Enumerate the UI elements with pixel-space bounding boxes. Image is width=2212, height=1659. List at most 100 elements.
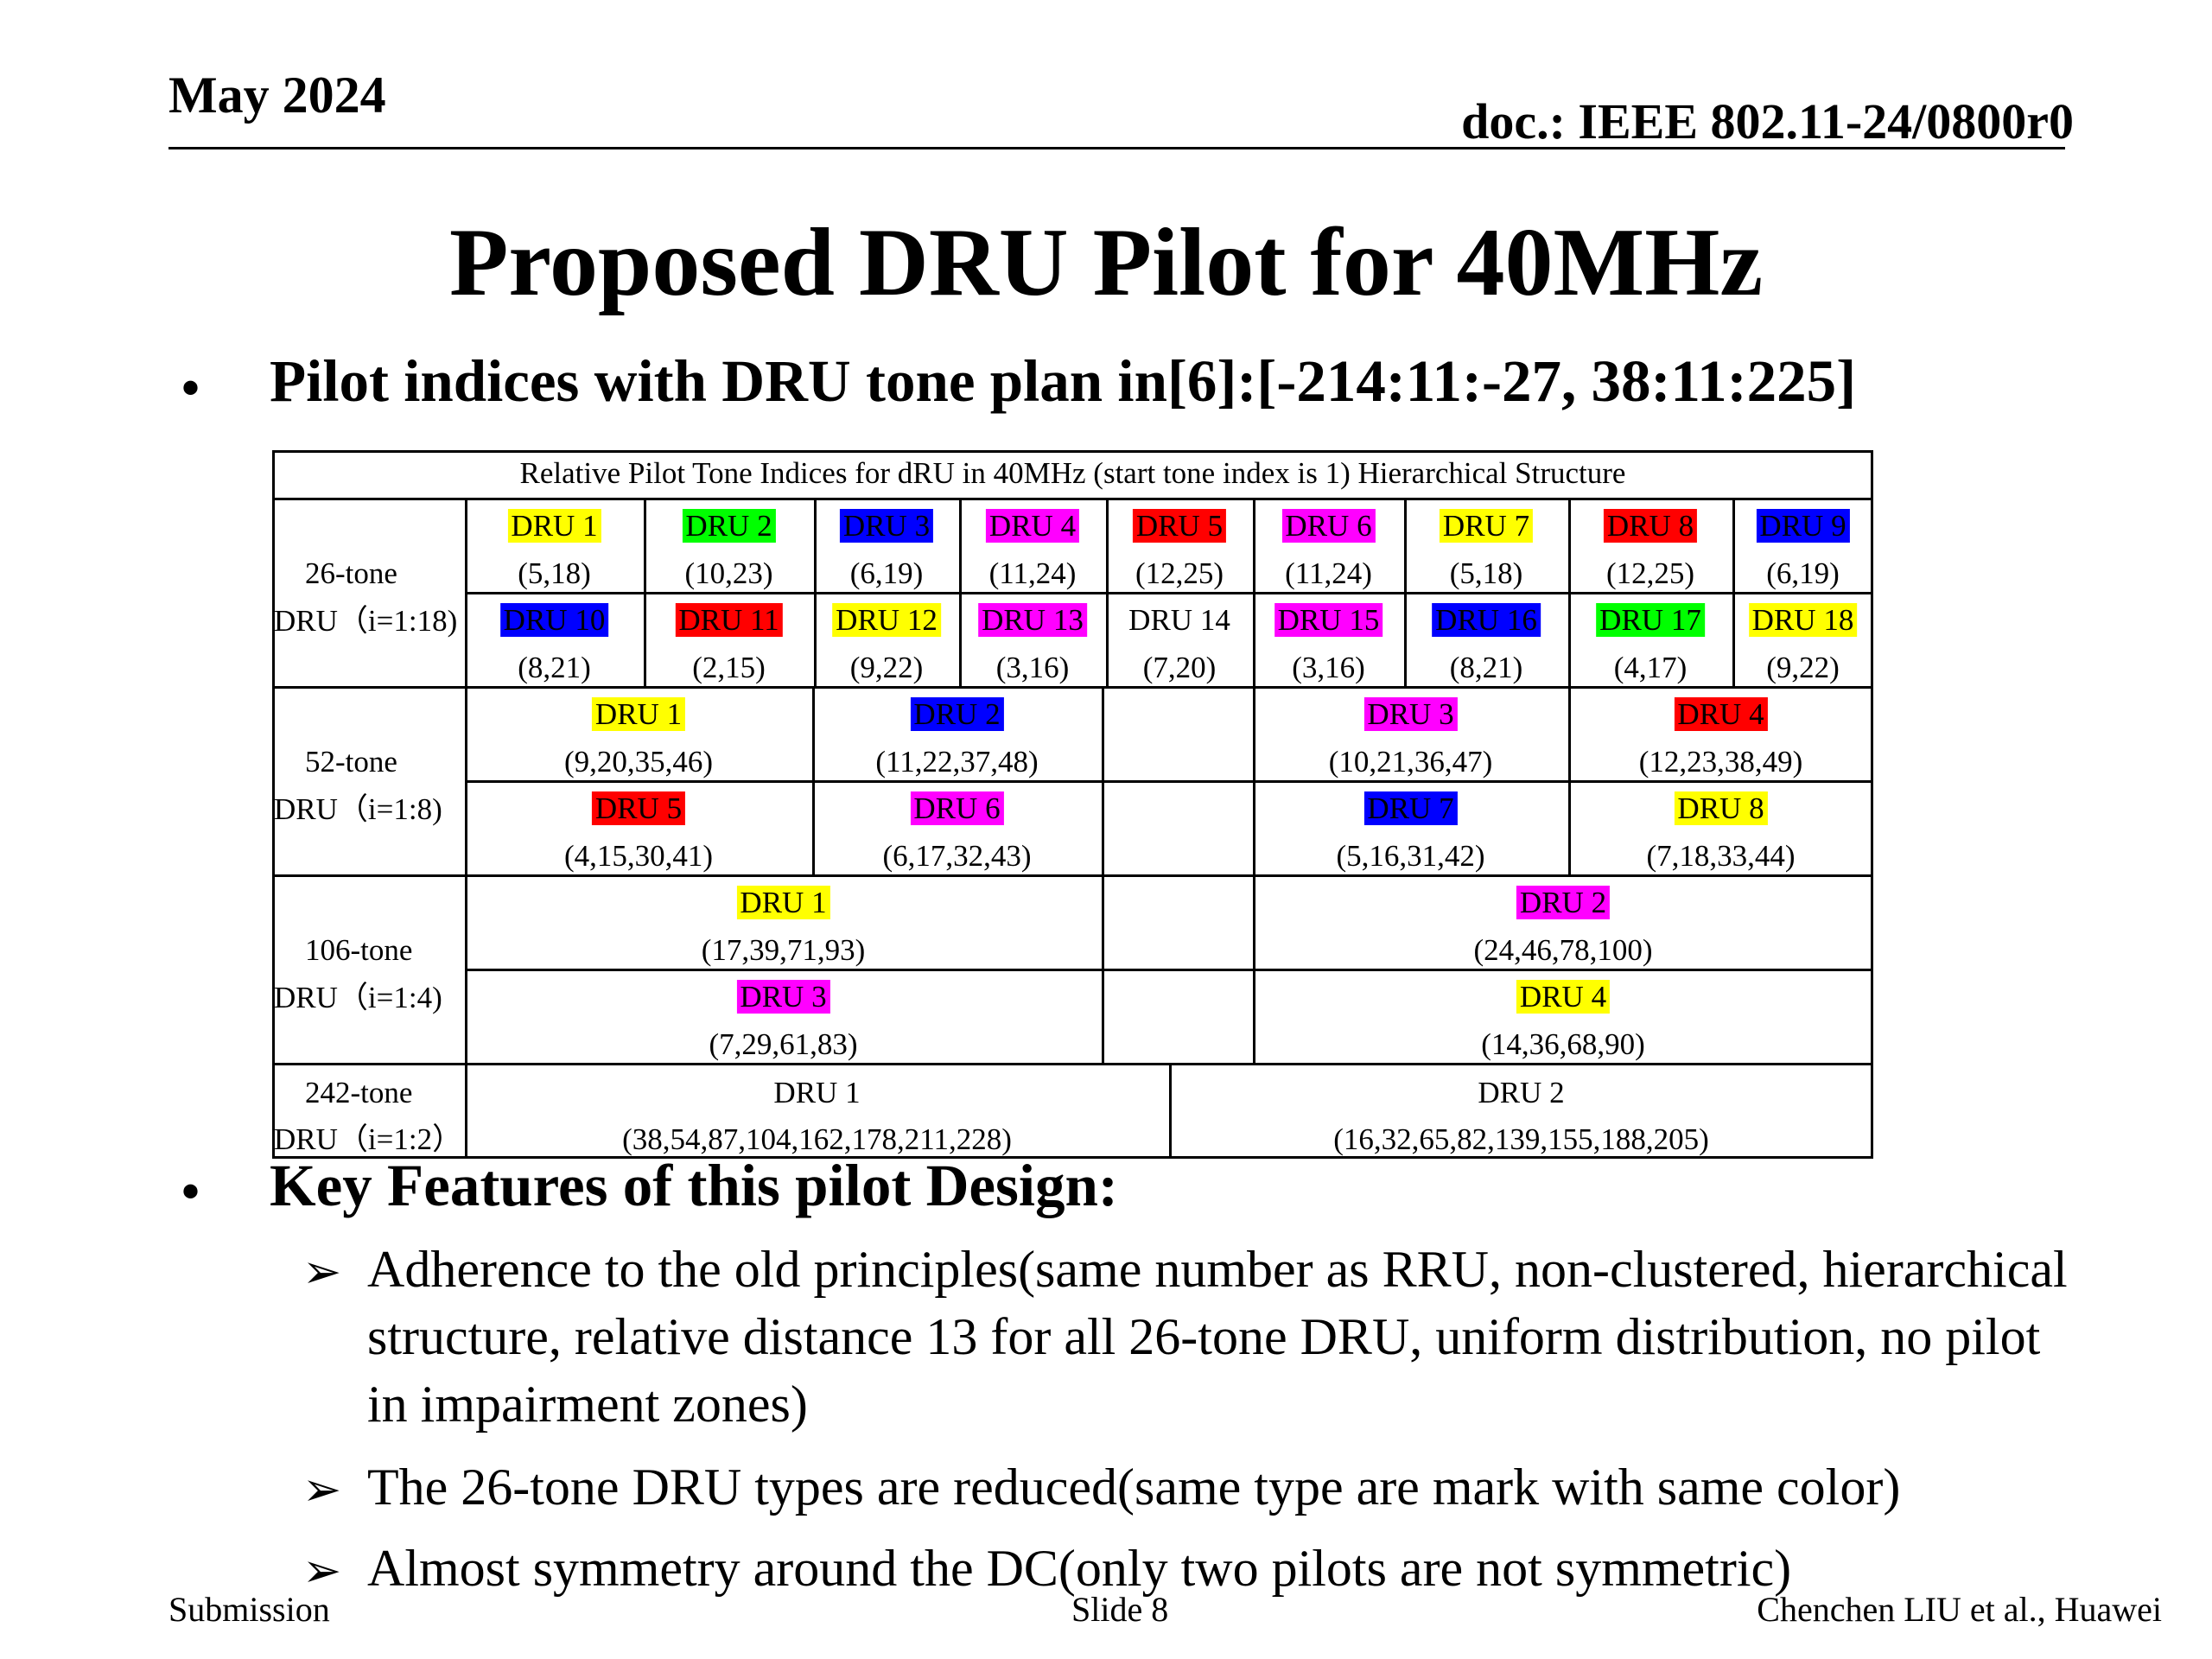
dru242-label: DRU 2 (1478, 1076, 1565, 1109)
dru26-label-cell: DRU 11 (675, 603, 783, 637)
dru26-label: DRU 16 (1432, 603, 1541, 637)
dru26-label: DRU 4 (985, 509, 1080, 543)
dru26-indices-cell: (8,21) (518, 652, 591, 683)
dru26-label-cell: DRU 14 (1125, 605, 1234, 635)
sub-bullet-types-reduced: The 26-tone DRU types are reduced(same t… (367, 1459, 1901, 1516)
dru26-indices: (11,24) (1285, 556, 1372, 590)
table-border-right (1871, 450, 1873, 1159)
dru26-label: DRU 18 (1748, 603, 1858, 637)
table-rule (272, 1063, 1873, 1065)
dru106-indices: (7,29,61,83) (709, 1027, 858, 1061)
table-rule (812, 686, 815, 874)
dru26-label: DRU 17 (1596, 603, 1705, 637)
table-rule (644, 498, 646, 592)
table-rule (1106, 498, 1109, 592)
dru26-label-cell: DRU 5 (1132, 509, 1227, 543)
dru26-indices: (3,16) (1292, 651, 1365, 684)
dru26-label-cell: DRU 18 (1748, 603, 1858, 637)
slide-title: Proposed DRU Pilot for 40MHz (448, 209, 1764, 316)
dru26-label: DRU 11 (675, 603, 783, 637)
table-rule (1568, 592, 1571, 686)
dru52-label-cell: DRU 1 (591, 697, 686, 731)
dru242-label: DRU 1 (773, 1076, 861, 1109)
dru106-label-cell: DRU 4 (1516, 980, 1611, 1014)
pilot-index-table: Relative Pilot Tone Indices for dRU in 4… (272, 450, 1873, 1159)
dru26-indices-cell: (7,20) (1143, 652, 1217, 683)
dru26-indices: (3,16) (995, 651, 1070, 684)
dru26-indices-cell: (3,16) (996, 652, 1070, 683)
bullet-marker: • (181, 359, 200, 416)
table-caption: Relative Pilot Tone Indices for dRU in 4… (519, 456, 1626, 490)
dru26-label-cell: DRU 17 (1596, 603, 1705, 637)
dru52-label-cell: DRU 6 (910, 791, 1004, 825)
dru26-indices-cell: (6,19) (850, 558, 924, 588)
bullet-pilot-indices: Pilot indices with DRU tone plan in[6]:[… (270, 348, 1857, 414)
table-rule (1253, 874, 1255, 1063)
dru52-label: DRU 4 (1674, 697, 1768, 731)
dru106-label: DRU 3 (736, 980, 830, 1014)
dru52-label: DRU 5 (591, 791, 686, 825)
dru52-indices-cell: (10,21,36,47) (1329, 747, 1493, 777)
dru26-indices-cell: (8,21) (1450, 652, 1523, 683)
dru26-label-cell: DRU 6 (1281, 509, 1376, 543)
table-border-bottom (272, 1156, 1873, 1159)
table-caption-cell: Relative Pilot Tone Indices for dRU in 4… (520, 458, 1626, 488)
table-rule (1253, 686, 1255, 874)
dru26-indices-cell: (12,25) (1606, 558, 1694, 588)
dru26-label: DRU 9 (1756, 509, 1850, 543)
table-border-top (272, 450, 1873, 453)
dru106-label: DRU 1 (736, 886, 830, 919)
dru52-label: DRU 3 (1363, 697, 1458, 731)
table-rule (1102, 874, 1104, 1063)
dru26-label: DRU 10 (499, 603, 609, 637)
dru26-indices: (11,24) (988, 556, 1077, 590)
dru52-label: DRU 8 (1674, 791, 1768, 825)
dru242-label-cell: DRU 2 (1478, 1077, 1564, 1108)
dru52-indices-cell: (4,15,30,41) (564, 841, 713, 871)
dru26-label-cell: DRU 10 (499, 603, 609, 637)
dru26-label-cell: DRU 12 (832, 603, 941, 637)
table-rule (814, 498, 817, 592)
dru26-label-cell: DRU 7 (1439, 509, 1534, 543)
dru26-indices: (6,19) (1766, 556, 1840, 590)
dru26-indices-cell: (9,22) (1766, 652, 1840, 683)
row-label-52-tone-range: DRU（i=1:8) (274, 792, 442, 826)
table-rule (272, 498, 1873, 500)
dru52-indices: (12,23,38,49) (1638, 745, 1803, 779)
dru52-indices: (4,15,30,41) (563, 839, 714, 873)
bullet-marker: • (181, 1163, 200, 1220)
dru52-label: DRU 6 (910, 791, 1004, 825)
dru106-indices-cell: (7,29,61,83) (709, 1029, 857, 1059)
dru26-indices-cell: (4,17) (1614, 652, 1688, 683)
dru52-indices: (9,20,35,46) (563, 745, 714, 779)
dru106-label: DRU 2 (1516, 886, 1611, 919)
arrow-bullet-icon: ➢ (302, 1464, 342, 1516)
dru26-label-cell: DRU 16 (1432, 603, 1541, 637)
dru26-indices: (8,21) (1449, 651, 1523, 684)
dru26-label: DRU 1 (507, 509, 601, 543)
footer-submission: Submission (168, 1590, 330, 1629)
dru106-indices-cell: (24,46,78,100) (1473, 935, 1652, 965)
table-rule (644, 592, 646, 686)
dru26-label: DRU 3 (839, 509, 934, 543)
dru26-indices-cell: (9,22) (850, 652, 924, 683)
dru26-label: DRU 5 (1132, 509, 1227, 543)
dru106-label-cell: DRU 3 (736, 980, 830, 1014)
dru26-indices-cell: (10,23) (684, 558, 772, 588)
table-rule (1732, 592, 1735, 686)
dru52-indices-cell: (7,18,33,44) (1646, 841, 1795, 871)
dru26-indices-cell: (6,19) (1766, 558, 1840, 588)
dru26-indices-cell: (11,24) (1285, 558, 1372, 588)
table-rule (1106, 592, 1109, 686)
dru26-indices: (8,21) (518, 651, 591, 684)
dru52-indices: (7,18,33,44) (1646, 839, 1796, 873)
dru52-indices-cell: (9,20,35,46) (564, 747, 713, 777)
dru52-indices-cell: (6,17,32,43) (882, 841, 1031, 871)
table-rule (1732, 498, 1735, 592)
dru106-indices: (24,46,78,100) (1473, 933, 1653, 967)
dru52-indices: (11,22,37,48) (875, 745, 1039, 779)
arrow-bullet-icon: ➢ (302, 1545, 342, 1597)
row-label-106-tone: 106-tone (305, 933, 413, 967)
dru52-label-cell: DRU 2 (910, 697, 1004, 731)
dru52-indices-cell: (5,16,31,42) (1336, 841, 1484, 871)
